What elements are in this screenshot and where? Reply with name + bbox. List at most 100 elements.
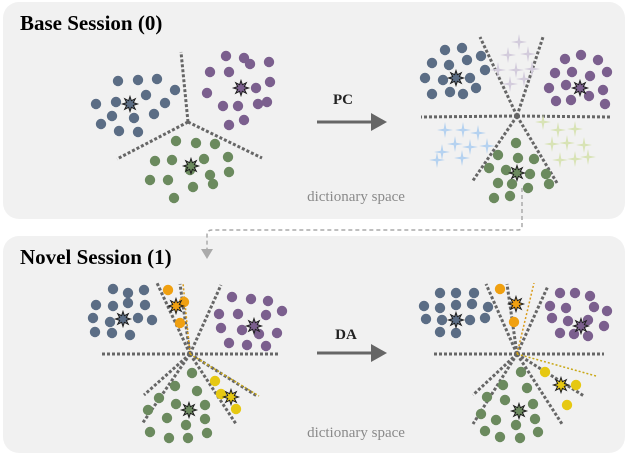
novel-sparkle-purple	[500, 47, 516, 63]
blue-class-point	[434, 287, 446, 299]
green-class-point	[170, 135, 182, 147]
blue-class-point	[419, 72, 431, 84]
blue-class-point	[90, 299, 102, 311]
blue-class-point	[138, 284, 150, 296]
blue-class-point	[132, 312, 144, 324]
green-class-point	[479, 425, 491, 437]
green-class-point	[144, 426, 156, 438]
purple-class-point	[253, 328, 265, 340]
green-class-point	[182, 432, 194, 444]
separator-line	[189, 352, 258, 398]
separator-line	[116, 120, 189, 161]
yellow-boundary-line	[189, 353, 260, 397]
yellow-boundary-line	[516, 353, 597, 377]
green-class-point	[504, 190, 516, 202]
separator-line	[478, 36, 519, 117]
purple-class-point	[263, 56, 275, 68]
purple-class-point	[271, 327, 283, 339]
green-class-point	[199, 399, 211, 411]
purple-class-point	[584, 70, 596, 82]
blue-class-point	[437, 74, 449, 86]
purple-class-point	[213, 308, 225, 320]
novel-sparkle-blue	[479, 138, 495, 154]
green-class-point	[186, 367, 198, 379]
green-class-point	[521, 382, 533, 394]
purple-class-point	[592, 54, 604, 66]
purple-class-point	[601, 66, 613, 78]
separator-line	[515, 285, 550, 355]
green-class-point	[161, 412, 173, 424]
blue-class-point	[443, 59, 455, 71]
blue-class-point	[87, 312, 99, 324]
green-class-point	[494, 431, 506, 443]
green-class-point	[510, 419, 522, 431]
green-class-point	[490, 414, 502, 426]
green-class-point	[180, 419, 192, 431]
yellow-prototype-star	[551, 375, 571, 395]
novel-sparkle-blue	[455, 122, 471, 138]
blue-class-point	[461, 54, 473, 66]
purple-class-point	[560, 302, 572, 314]
separator-line	[516, 114, 611, 119]
blue-prototype-star	[446, 68, 466, 88]
green-class-point	[149, 155, 161, 167]
purple-class-point	[543, 82, 555, 94]
purple-prototype-star	[571, 316, 591, 336]
novel-sparkle-green	[535, 114, 551, 130]
separator-line	[420, 114, 518, 119]
base-dictionary-space-caption: dictionary space	[307, 189, 405, 205]
green-class-point	[142, 404, 154, 416]
green-prototype-star	[179, 400, 199, 420]
blue-class-point	[151, 73, 163, 85]
yellow-novel-point	[570, 379, 582, 391]
blue-prototype-star	[113, 309, 133, 329]
green-class-point	[492, 177, 504, 189]
blue-class-point	[464, 72, 476, 84]
green-class-point	[529, 413, 541, 425]
blue-class-point	[456, 42, 468, 54]
pc-label: PC	[333, 92, 353, 108]
purple-class-point	[569, 287, 581, 299]
purple-class-point	[223, 337, 235, 349]
green-class-point	[166, 154, 178, 166]
blue-class-point	[122, 297, 134, 309]
purple-class-point	[260, 340, 272, 352]
blue-class-point	[450, 299, 462, 311]
purple-class-point	[215, 322, 227, 334]
blue-class-point	[466, 298, 478, 310]
blue-class-point	[434, 326, 446, 338]
purple-class-point	[549, 67, 561, 79]
purple-class-point	[565, 94, 577, 106]
purple-class-point	[584, 290, 596, 302]
orange-novel-point	[174, 317, 186, 329]
purple-class-point	[560, 79, 572, 91]
green-class-point	[191, 385, 203, 397]
green-class-point	[169, 380, 181, 392]
novel-sparkle-blue	[434, 144, 450, 160]
separator-line	[471, 353, 519, 425]
purple-class-point	[223, 119, 235, 131]
separator-line	[515, 353, 564, 425]
novel-sparkle-green	[567, 121, 583, 137]
purple-class-point	[575, 49, 587, 61]
purple-class-point	[244, 58, 256, 70]
green-class-point	[144, 174, 156, 186]
novel-sparkle-purple	[516, 71, 532, 87]
green-class-point	[483, 162, 495, 174]
green-class-point	[481, 391, 493, 403]
orange-prototype-star	[166, 296, 186, 316]
purple-class-point	[252, 98, 264, 110]
blue-prototype-star	[120, 94, 140, 114]
separator-line	[515, 36, 545, 117]
green-class-point	[543, 178, 555, 190]
green-class-point	[510, 137, 522, 149]
novel-session-title: Novel Session (1)	[20, 245, 172, 269]
purple-class-point	[201, 87, 213, 99]
novel-sparkle-blue	[447, 136, 463, 152]
orange-prototype-star	[506, 294, 526, 314]
green-class-point	[198, 153, 210, 165]
green-class-point	[187, 181, 199, 193]
purple-class-point	[232, 100, 244, 112]
novel-sparkle-purple	[520, 46, 536, 62]
